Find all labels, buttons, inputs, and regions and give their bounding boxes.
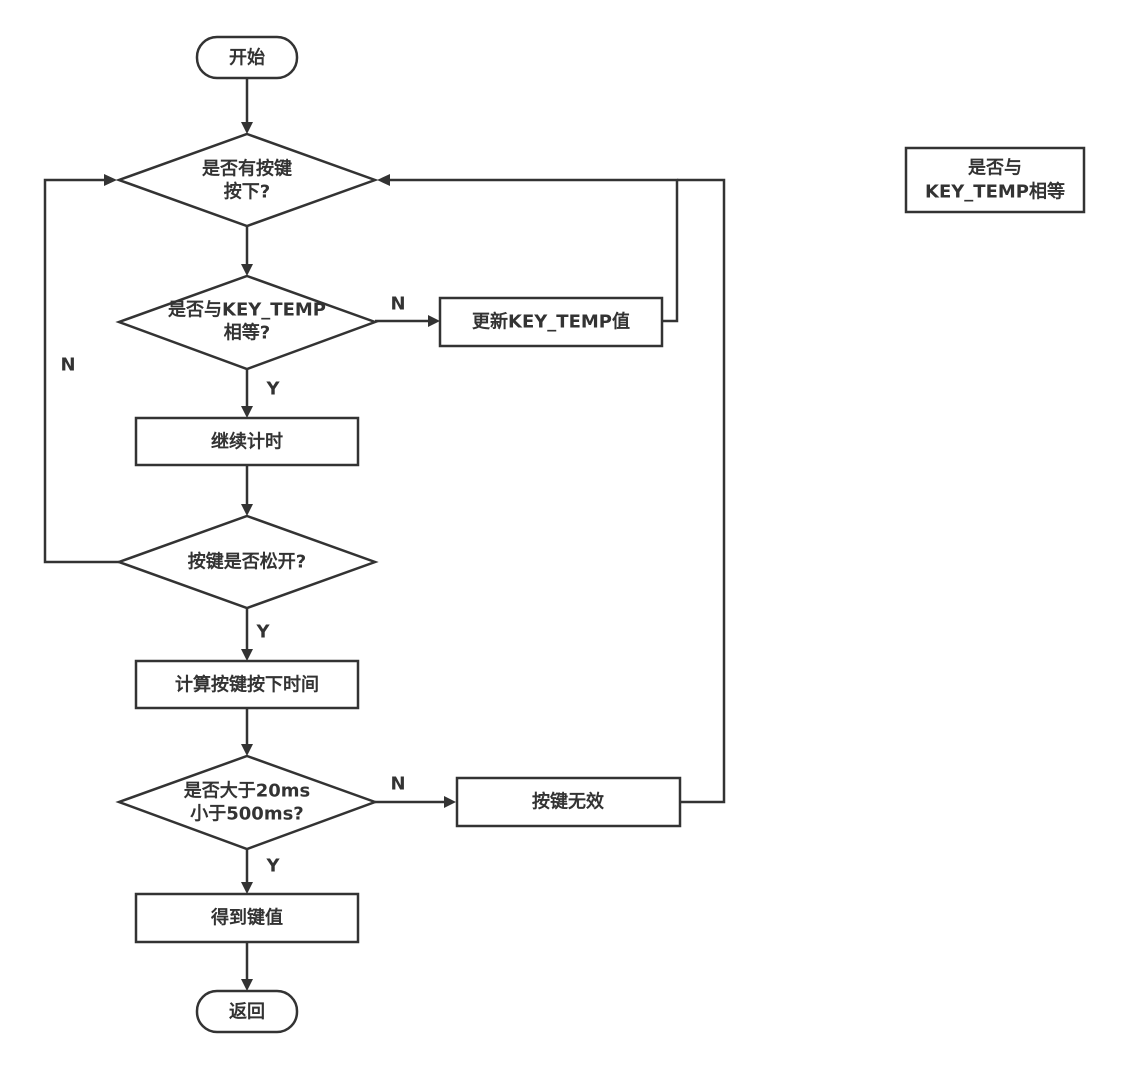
label-released-no: N [60, 355, 75, 376]
check-equal-label-line1: 是否与KEY_TEMP [167, 300, 326, 321]
label-equal-yes: Y [265, 379, 280, 400]
connectors [43, 78, 726, 991]
node-return: 返回 [195, 989, 299, 1034]
node-continue-timing: 继续计时 [134, 416, 360, 467]
side-box-rect [904, 146, 1086, 214]
check-released-label: 按键是否松开? [188, 551, 306, 573]
arrow-loop-to-check-pressed-right [377, 174, 390, 186]
label-range-yes: Y [265, 856, 280, 877]
node-start: 开始 [195, 35, 299, 80]
get-value-box [134, 892, 360, 944]
check-equal-label-line2: 相等? [224, 322, 270, 344]
check-equal-diamond [115, 274, 379, 371]
invalid-key-label: 按键无效 [532, 791, 605, 813]
edge-update-loop-back [388, 178, 679, 323]
node-calc-time: 计算按键按下时间 [134, 659, 360, 710]
edge-labels: N Y N Y N Y [60, 294, 405, 877]
invalid-key-box [455, 776, 682, 828]
arrow-continue-to-check-released [241, 504, 253, 516]
update-key-label: 更新KEY_TEMP值 [472, 311, 630, 333]
edge-invalid-loop-back [677, 178, 726, 804]
start-terminal [195, 35, 299, 80]
arrow-check-equal-to-continue [241, 406, 253, 418]
check-pressed-label-line2: 按下? [224, 181, 270, 203]
update-key-box [438, 296, 664, 348]
side-box-label-line2: KEY_TEMP相等 [925, 181, 1065, 203]
continue-timing-box [134, 416, 360, 467]
arrow-check-released-to-calc [241, 649, 253, 661]
arrow-get-value-to-return [241, 979, 253, 991]
check-pressed-label-line1: 是否有按键 [201, 158, 292, 180]
arrow-start-to-check-pressed [241, 122, 253, 134]
arrow-calc-to-check-range [241, 744, 253, 756]
check-range-label-line2: 小于500ms? [190, 804, 303, 825]
check-range-diamond [115, 754, 379, 851]
node-update-key: 更新KEY_TEMP值 [438, 296, 664, 348]
start-label: 开始 [229, 47, 265, 69]
side-box-label-line1: 是否与 [967, 158, 1022, 179]
arrow-check-pressed-to-check-equal [241, 264, 253, 276]
edge-released-no-loop [43, 178, 119, 564]
node-side-box: 是否与 KEY_TEMP相等 [904, 146, 1086, 214]
node-check-released: 按键是否松开? [115, 514, 379, 610]
continue-timing-label: 继续计时 [211, 431, 283, 453]
node-check-pressed: 是否有按键 按下? [115, 132, 379, 228]
label-released-yes: Y [255, 622, 270, 643]
node-get-value: 得到键值 [134, 892, 360, 944]
label-equal-no: N [390, 294, 405, 315]
arrow-check-range-to-get-value [241, 882, 253, 894]
check-released-diamond [115, 514, 379, 610]
return-terminal [195, 989, 299, 1034]
check-pressed-diamond [115, 132, 379, 228]
arrow-check-equal-to-update [428, 315, 440, 327]
node-check-range: 是否大于20ms 小于500ms? [115, 754, 379, 851]
calc-time-label: 计算按键按下时间 [175, 674, 319, 696]
node-invalid-key: 按键无效 [455, 776, 682, 828]
check-range-label-line1: 是否大于20ms [183, 780, 311, 802]
arrow-loop-to-check-pressed-left [104, 174, 117, 186]
calc-time-box [134, 659, 360, 710]
return-label: 返回 [229, 1002, 265, 1023]
arrow-check-range-to-invalid [444, 796, 456, 808]
label-range-no: N [390, 774, 405, 795]
node-check-equal: 是否与KEY_TEMP 相等? [115, 274, 379, 371]
get-value-label: 得到键值 [210, 907, 283, 929]
